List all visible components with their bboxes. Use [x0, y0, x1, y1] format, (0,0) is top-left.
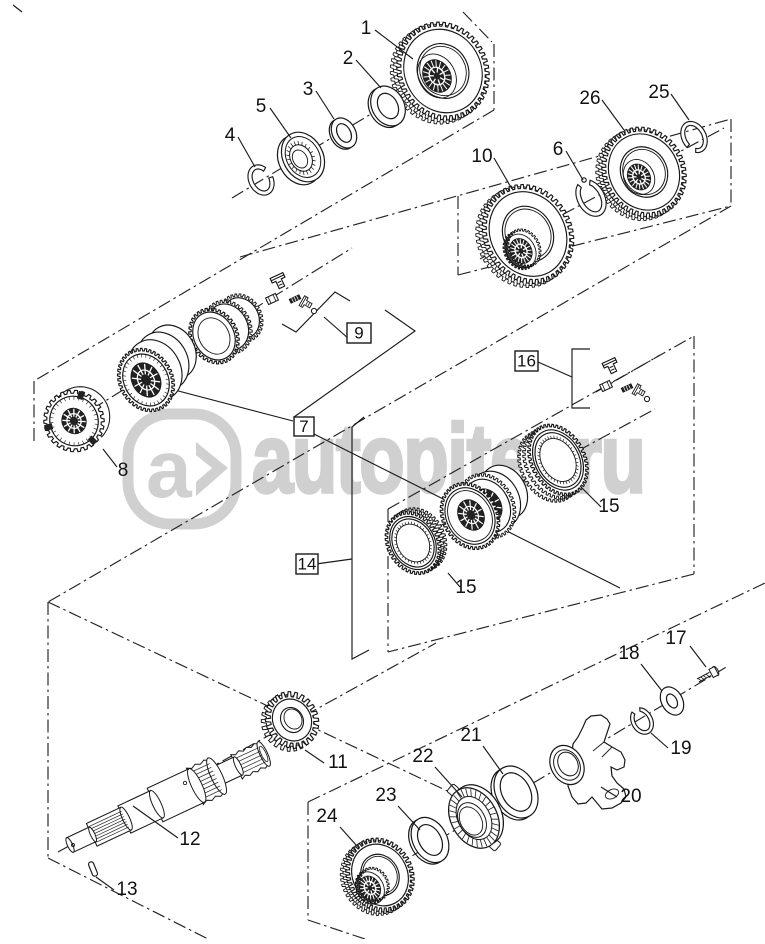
svg-text:22: 22 — [412, 746, 433, 767]
svg-text:18: 18 — [618, 643, 639, 664]
svg-text:11: 11 — [328, 752, 348, 773]
svg-text:26: 26 — [579, 88, 600, 109]
svg-text:15: 15 — [598, 496, 619, 517]
svg-text:1: 1 — [361, 18, 372, 39]
svg-text:16: 16 — [517, 352, 536, 371]
svg-text:10: 10 — [471, 146, 492, 167]
svg-text:20: 20 — [620, 786, 641, 807]
svg-text:8: 8 — [118, 460, 129, 481]
svg-text:19: 19 — [670, 738, 691, 759]
svg-text:9: 9 — [354, 324, 363, 343]
svg-text:25: 25 — [648, 82, 669, 103]
svg-text:13: 13 — [116, 879, 137, 900]
svg-text:5: 5 — [256, 96, 267, 117]
svg-text:21: 21 — [460, 725, 481, 746]
svg-text:12: 12 — [179, 829, 200, 850]
svg-text:23: 23 — [375, 785, 396, 806]
svg-text:7: 7 — [299, 417, 308, 436]
svg-text:a: a — [146, 424, 193, 515]
svg-text:14: 14 — [298, 555, 317, 574]
svg-text:24: 24 — [316, 806, 338, 827]
svg-text:6: 6 — [553, 139, 564, 160]
svg-text:17: 17 — [665, 628, 686, 649]
svg-text:3: 3 — [303, 79, 314, 100]
svg-text:15: 15 — [455, 577, 476, 598]
svg-text:2: 2 — [343, 48, 354, 69]
svg-text:4: 4 — [225, 125, 236, 146]
